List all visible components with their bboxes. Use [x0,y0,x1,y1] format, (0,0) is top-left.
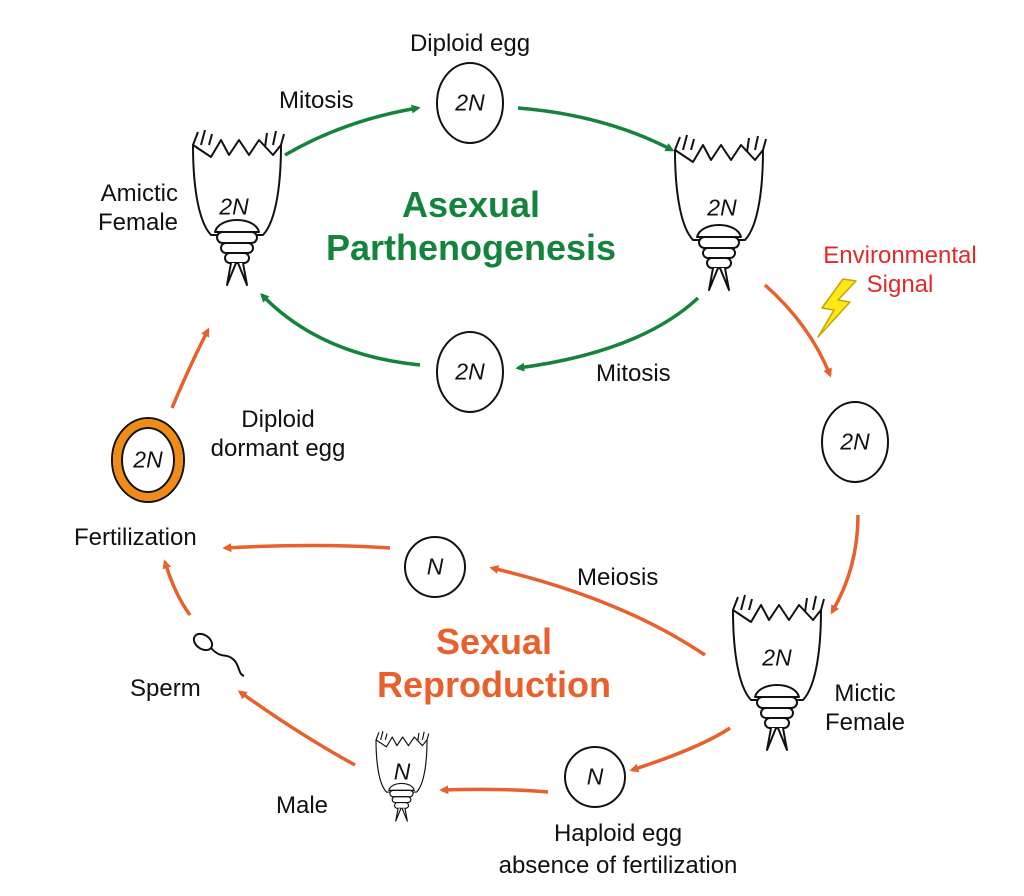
arrow-signal-to-egg [763,283,832,378]
arrow-diploid-egg-to-female [517,106,675,152]
arrow-haploid-to-fertilization [222,543,391,553]
sexual-cycle-arrows [162,283,860,795]
arrow-mitosis-to-diploid-egg [284,104,421,157]
arrow-bottom-egg-to-amictic-female [260,293,421,367]
dormant-egg-icon [111,417,185,503]
arrow-mictic-to-haploid-egg [629,726,731,773]
mitosis-bottom-label: Mitosis [596,360,671,387]
haploid-egg-icon [564,746,626,808]
ploidy-male: N [393,758,411,785]
fertilization-label: Fertilization [74,524,197,551]
male-label: Male [276,792,329,819]
haploid-egg-meiosis-icon [404,536,466,598]
arrow-sperm-to-fertilization [162,559,192,617]
ploidy-diploid-egg-top: 2N [455,89,485,116]
diploid-egg-top-icon [436,62,504,144]
asexual-cycle-arrows [260,104,700,372]
asexual-heading: Asexual Parthenogenesis [325,184,617,269]
mictic-female-label: Mictic Female [824,680,906,736]
diploid-egg-bottom-icon [436,331,504,413]
ploidy-diploid-egg-right: 2N [840,428,870,455]
diploid-egg-label: Diploid egg [409,30,531,57]
arrow-egg-to-mictic-female [830,514,860,615]
ploidy-amictic-female: 2N [219,193,249,220]
meiosis-label: Meiosis [577,564,659,591]
lightning-bolt-icon [817,278,857,338]
arrow-female-to-bottom-egg [515,296,700,372]
ploidy-dormant-egg: 2N [133,446,163,473]
arrow-haploid-egg-to-male [439,785,549,795]
mitosis-top-label: Mitosis [279,87,354,114]
ploidy-haploid-egg-meiosis: N [426,553,444,580]
sperm-icon [192,632,245,677]
ploidy-mictic-female: 2N [762,644,792,671]
diploid-dormant-egg-label: Diploid dormant egg [210,406,346,462]
diploid-egg-right-icon [821,401,889,483]
arrow-meiosis-to-haploid [489,565,706,657]
haploid-egg-label: Haploid egg absence of fertilization [498,820,738,880]
amictic-female-label: Amictic Female [97,180,178,236]
ploidy-amictic-female-right: 2N [707,194,737,221]
ploidy-haploid-egg: N [586,763,604,790]
ploidy-diploid-egg-bottom: 2N [455,358,485,385]
arrow-male-to-sperm [237,690,356,767]
arrow-dormant-egg-to-amictic-female [170,327,210,409]
sexual-heading: Sexual Reproduction [377,621,611,706]
sperm-label: Sperm [130,675,201,702]
environmental-signal-label: Environmental Signal [823,242,977,298]
mictic-female-rotifer-icon [732,594,825,751]
